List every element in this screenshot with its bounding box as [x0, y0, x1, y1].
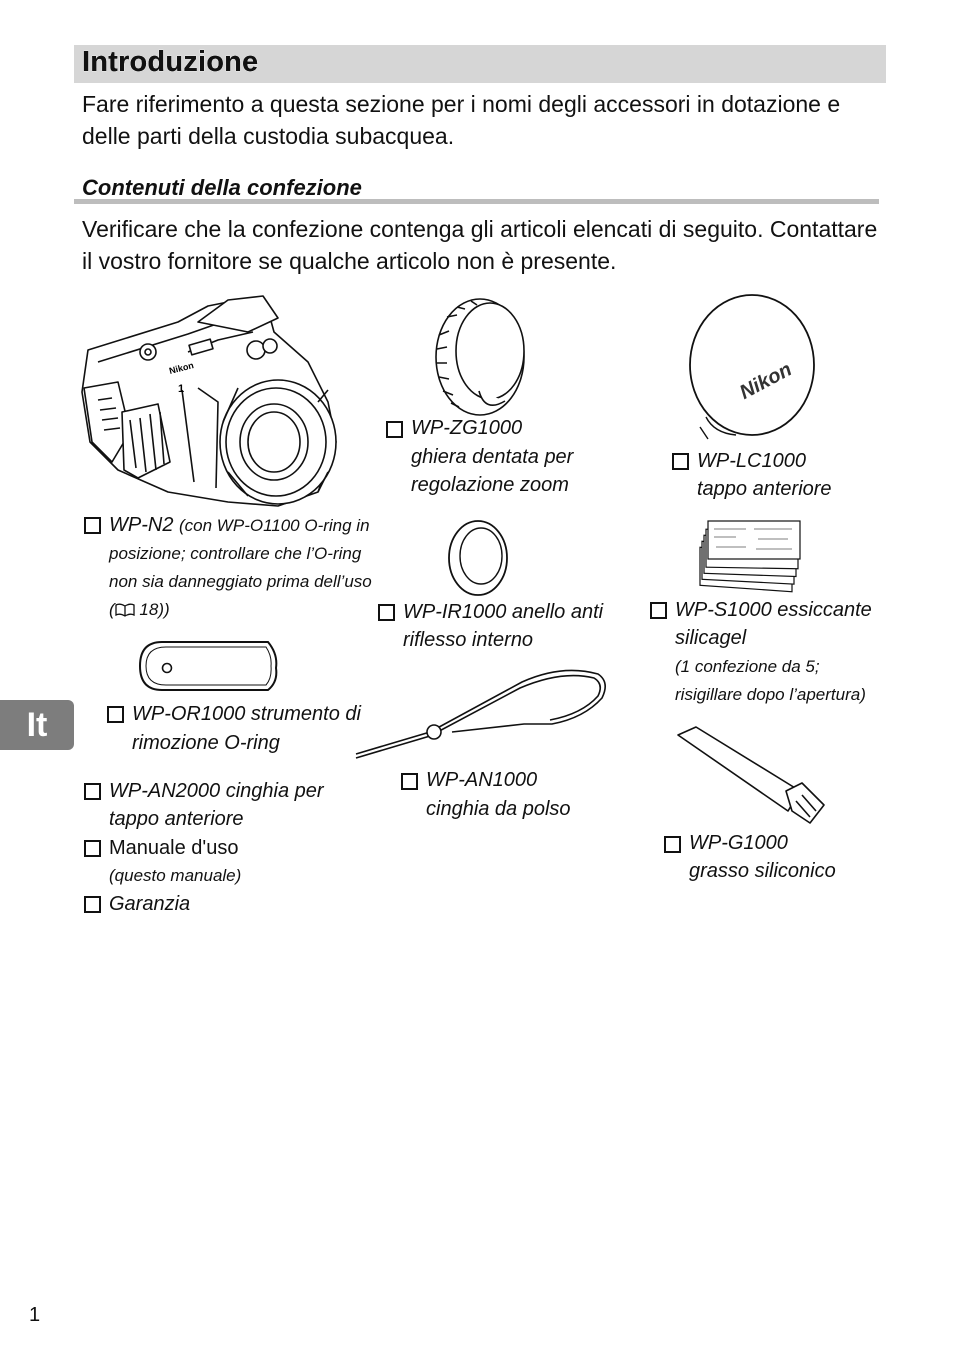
warranty-line1: Garanzia — [109, 893, 191, 915]
checkbox-wp-g1000[interactable] — [664, 836, 681, 853]
wp-s1000-line4: risigillare dopo l’apertura) — [675, 685, 866, 704]
manual-line2: (questo manuale) — [109, 866, 242, 885]
anti-reflection-ring-illustration — [448, 520, 508, 596]
wp-an2000-line1: WP-AN2000 cinghia per — [109, 780, 324, 802]
wp-s1000-line1: WP-S1000 essiccante — [675, 599, 872, 621]
wp-g1000-line2: grasso siliconico — [689, 860, 836, 882]
wp-ir1000-line2: riflesso interno — [403, 629, 534, 651]
zoom-gear-illustration — [435, 298, 525, 416]
manual-line1: Manuale d'uso — [109, 837, 239, 859]
checkbox-wp-lc1000[interactable] — [672, 453, 689, 470]
wp-ir1000-line1: WP-IR1000 anello anti — [403, 601, 604, 623]
checkbox-wp-an2000[interactable] — [84, 783, 101, 800]
camera-housing-illustration: Nikon 1 — [81, 295, 337, 507]
page-number: 1 — [29, 1304, 41, 1326]
verify-paragraph: Verificare che la confezione contenga gl… — [82, 216, 878, 274]
checkbox-wp-ir1000[interactable] — [378, 604, 395, 621]
wrist-strap-illustration — [355, 669, 606, 759]
title-bar — [74, 45, 886, 83]
wp-n2-note1: (con WP-O1100 O-ring in — [179, 516, 370, 535]
wp-an1000-line1: WP-AN1000 — [426, 769, 538, 791]
checkbox-wp-zg1000[interactable] — [386, 421, 403, 438]
oring-tool-illustration — [138, 641, 278, 691]
checkbox-wp-or1000[interactable] — [107, 706, 124, 723]
wp-zg1000-line2: ghiera dentata per — [411, 446, 574, 468]
checkbox-wp-s1000[interactable] — [650, 602, 667, 619]
front-cap-illustration: Nikon — [689, 294, 815, 440]
intro-paragraph: Fare riferimento a questa sezione per i … — [82, 91, 841, 149]
language-tab: It — [0, 700, 74, 750]
wp-n2-note4-line: ( 18)) — [109, 600, 170, 619]
wp-zg1000-line3: regolazione zoom — [411, 474, 569, 496]
book-icon — [115, 603, 135, 617]
wp-zg1000-line1: WP-ZG1000 — [411, 417, 523, 439]
checkbox-warranty[interactable] — [84, 896, 101, 913]
wp-lc1000-line1: WP-LC1000 — [697, 450, 806, 472]
wp-n2-note3: non sia danneggiato prima dell’uso — [109, 572, 372, 591]
wp-or1000-line2: rimozione O-ring — [132, 732, 280, 754]
wp-n2-name: WP-N2 — [109, 514, 174, 536]
wp-s1000-line2: silicagel — [675, 627, 747, 649]
wp-an2000-line2: tappo anteriore — [109, 808, 244, 830]
checkbox-wp-n2[interactable] — [84, 517, 101, 534]
wp-lc1000-line2: tappo anteriore — [697, 478, 832, 500]
checkbox-manual[interactable] — [84, 840, 101, 857]
silicone-grease-illustration — [677, 726, 825, 824]
wp-n2-page-ref: 18)) — [139, 600, 170, 619]
language-tab-label: It — [26, 706, 48, 744]
wp-or1000-line1: WP-OR1000 strumento di — [132, 703, 361, 725]
checkbox-wp-an1000[interactable] — [401, 773, 418, 790]
section-subtitle: Contenuti della confezione — [82, 175, 362, 200]
subtitle-rule — [74, 199, 879, 204]
wp-n2-note2: posizione; controllare che l’O-ring — [109, 544, 362, 563]
wp-g1000-line1: WP-G1000 — [689, 832, 788, 854]
page-title: Introduzione — [82, 46, 259, 79]
label-wp-n2: WP-N2 (con WP-O1100 O-ring in — [109, 511, 370, 540]
wp-an1000-line2: cinghia da polso — [426, 798, 571, 820]
wp-s1000-line3: (1 confezione da 5; — [675, 657, 820, 676]
silica-gel-illustration — [699, 520, 801, 593]
camera-model-mark: 1 — [178, 383, 184, 395]
